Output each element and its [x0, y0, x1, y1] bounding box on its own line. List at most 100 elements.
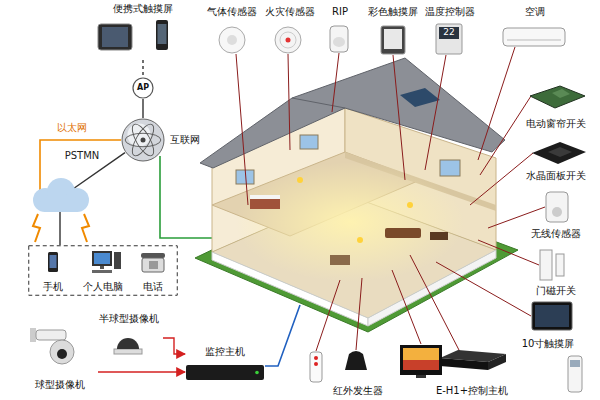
- table: [430, 232, 448, 240]
- status-led: [255, 371, 259, 375]
- front-wall: [368, 250, 496, 326]
- dashed-frame: [29, 246, 178, 296]
- lamp: [297, 177, 303, 183]
- roof: [200, 58, 505, 168]
- device-label: 气体传感器: [207, 6, 257, 18]
- tv-stand: [416, 375, 426, 378]
- camera-group: 半球型摄像机: [95, 312, 163, 360]
- globe-orbit: [128, 121, 157, 159]
- node-label: 半球型摄像机: [99, 313, 159, 325]
- cloud: [40, 197, 82, 212]
- leader-line: [478, 47, 515, 160]
- monitor-host-box: [186, 365, 264, 380]
- signal-bolt: [33, 214, 40, 242]
- bed: [250, 195, 280, 209]
- leader-line: [410, 255, 460, 352]
- thermostat-display: [439, 27, 459, 39]
- camera-bracket: [30, 328, 36, 342]
- device-label: 温度控制器: [425, 6, 475, 18]
- leader-line: [316, 280, 340, 351]
- telephone-body: [142, 258, 164, 272]
- bed-pillow: [250, 195, 280, 199]
- telephone-keypad: [149, 261, 158, 269]
- ball-camera: [50, 340, 74, 364]
- node-label: 电话: [128, 281, 178, 293]
- remote-icon: [310, 352, 322, 382]
- leader-line: [436, 262, 531, 316]
- window: [440, 160, 460, 176]
- touch-screen-display: [384, 29, 402, 49]
- leader-line: [392, 270, 421, 344]
- camera-group: 球型摄像机: [22, 322, 98, 392]
- mobile-icon: [48, 252, 58, 272]
- globe-orbit: [125, 133, 161, 146]
- terminal-box: 手机个人电脑电话: [28, 245, 178, 296]
- access-point-circle: AP: [132, 77, 154, 99]
- globe-core: [141, 138, 146, 143]
- fire-sensor-icon: [275, 27, 301, 53]
- leader-line: [393, 55, 405, 180]
- device-group: 便携式触摸屏: [88, 2, 198, 60]
- phone-icon: [156, 20, 168, 50]
- pir-sensor-icon: [330, 26, 348, 52]
- connector: [163, 338, 185, 354]
- sofa: [385, 228, 421, 238]
- dome-camera: [117, 338, 139, 349]
- device-label: 彩色触摸屏: [368, 6, 418, 18]
- gas-sensor-icon: [227, 35, 237, 45]
- signal-bolt: [82, 214, 89, 242]
- ap-circle: [133, 78, 153, 98]
- tv-screen: [403, 348, 439, 360]
- device-label: 电动窗帘开关: [526, 118, 586, 130]
- pc-keyboard: [92, 270, 112, 273]
- node-label: 个人电脑: [78, 281, 128, 293]
- door-magnet-icon: [540, 250, 552, 280]
- interior-light: [235, 162, 465, 282]
- video-wire: [265, 305, 300, 366]
- node-label: AP: [137, 83, 149, 93]
- wireless-sensor-lens: [552, 207, 562, 217]
- device-label: 红外发生器: [333, 385, 383, 397]
- device-label: 门磁开关: [536, 285, 576, 297]
- telephone-handset: [141, 253, 165, 258]
- leader-line: [332, 53, 339, 112]
- device-label: RIP: [332, 6, 348, 18]
- touch-panel-icon: [532, 302, 572, 330]
- touch-panel-screen: [535, 305, 569, 327]
- connector: [142, 60, 143, 77]
- curtain-switch-key: [552, 89, 570, 98]
- device-label: 10寸触摸屏: [522, 338, 575, 350]
- crystal-panel-key: [548, 147, 572, 157]
- leader-line: [470, 153, 533, 205]
- internet-globe: 互联网: [121, 118, 165, 162]
- wireless-sensor-icon: [546, 192, 568, 222]
- lamp: [357, 237, 363, 243]
- node-label: 互联网: [170, 134, 200, 146]
- remote-button: [314, 362, 318, 366]
- tv-screen: [403, 360, 439, 370]
- wire-label: PSTMN: [63, 150, 102, 162]
- globe-orbit: [128, 121, 157, 159]
- table: [330, 255, 350, 265]
- remote-icon: [568, 356, 582, 392]
- control-host-icon: [440, 358, 488, 370]
- node-label: 便携式触摸屏: [113, 3, 173, 15]
- connector: [98, 371, 185, 372]
- leader-line: [425, 55, 446, 170]
- remote-button: [314, 356, 318, 360]
- leader-line: [488, 207, 545, 228]
- monitor-host: 监控主机: [185, 345, 265, 383]
- fire-sensor-icon: [280, 32, 296, 48]
- air-conditioner-vent: [507, 40, 561, 41]
- door-magnet-icon: [556, 254, 564, 276]
- fire-sensor-led: [286, 38, 291, 43]
- pc-monitor: [92, 251, 112, 266]
- touch-screen-icon: [381, 26, 405, 54]
- remote-screen: [570, 360, 580, 367]
- mobile-screen: [50, 255, 57, 268]
- device-label: 空调: [525, 6, 545, 18]
- tablet-screen: [102, 27, 128, 47]
